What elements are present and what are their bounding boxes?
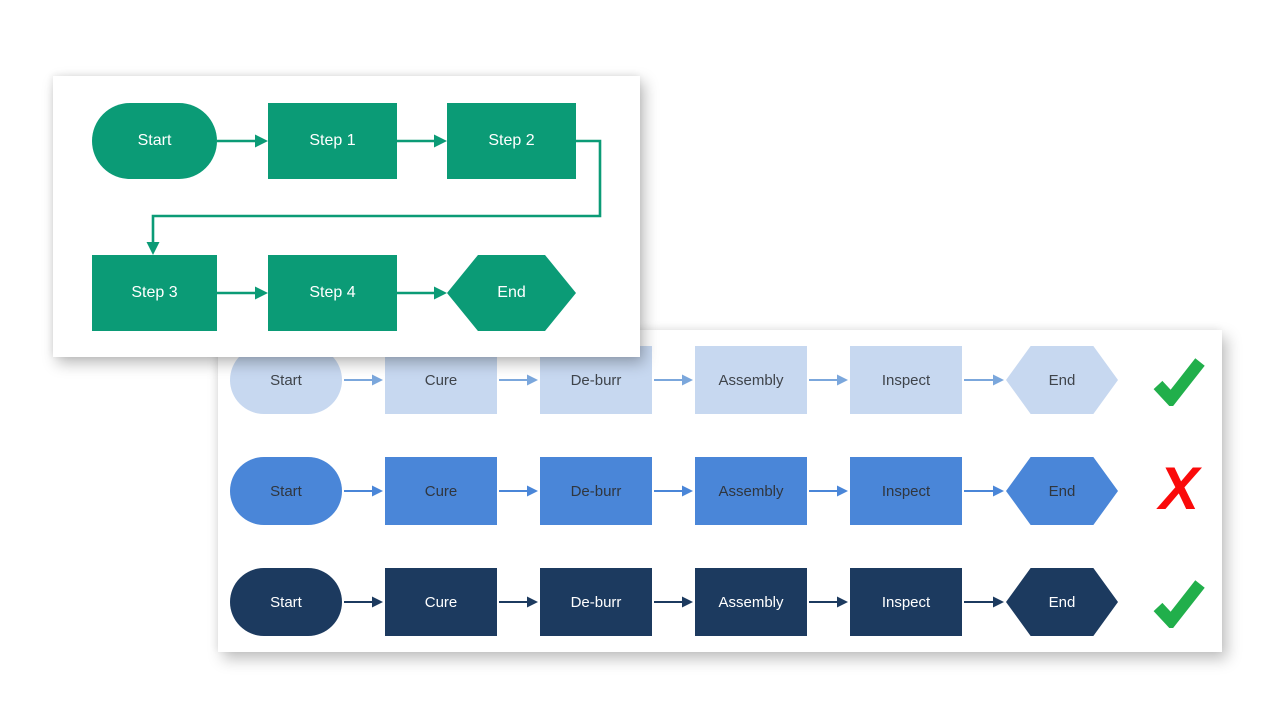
flow-node-label: Start xyxy=(270,371,302,389)
check-icon xyxy=(1150,350,1208,410)
check-glyph xyxy=(1153,358,1205,406)
cross-icon: X xyxy=(1150,455,1208,522)
flow-node-medium-start: Start xyxy=(230,457,342,525)
flow-node-medium-de-burr: De-burr xyxy=(540,457,652,525)
flow-node-light-de-burr: De-burr xyxy=(540,346,652,414)
flow-node-label: Assembly xyxy=(718,593,784,611)
flow-node-light-start: Start xyxy=(230,346,342,414)
check-icon xyxy=(1150,572,1208,632)
flow-node-label: Step 2 xyxy=(488,132,535,149)
flow-node-dark-start: Start xyxy=(230,568,342,636)
cross-glyph: X xyxy=(1158,455,1200,522)
flow-node-label: End xyxy=(1048,371,1076,389)
flow-node-label: Start xyxy=(270,482,302,500)
flow-node-label: De-burr xyxy=(570,593,622,611)
flow-node-label: Cure xyxy=(424,482,458,500)
flow-node-label: Start xyxy=(137,132,172,149)
flow-node-label: Start xyxy=(270,593,302,611)
flow-node-label: Inspect xyxy=(881,371,931,389)
flow-node-step-2: Step 2 xyxy=(447,103,576,179)
flow-node-dark-assembly: Assembly xyxy=(695,568,807,636)
flow-node-dark-cure: Cure xyxy=(385,568,497,636)
flow-node-label: End xyxy=(1048,482,1076,500)
flow-node-label: Step 3 xyxy=(131,284,178,301)
flow-node-label: Inspect xyxy=(881,593,931,611)
flow-node-medium-cure: Cure xyxy=(385,457,497,525)
flow-node-label: Assembly xyxy=(718,482,784,500)
flow-node-label: Inspect xyxy=(881,482,931,500)
flow-node-dark-inspect: Inspect xyxy=(850,568,962,636)
flow-node-step-1: Step 1 xyxy=(268,103,397,179)
flow-node-dark-end: End xyxy=(1006,568,1118,636)
flow-node-step-3: Step 3 xyxy=(92,255,217,331)
flow-node-label: Step 1 xyxy=(309,132,356,149)
green-flowchart-panel: Start Step 1 Step 2 Step 3 Step 4 End xyxy=(53,76,640,357)
flow-node-light-inspect: Inspect xyxy=(850,346,962,414)
flow-node-medium-end: End xyxy=(1006,457,1118,525)
flow-node-label: De-burr xyxy=(570,482,622,500)
flow-node-label: End xyxy=(1048,593,1076,611)
flow-node-medium-inspect: Inspect xyxy=(850,457,962,525)
flow-node-light-end: End xyxy=(1006,346,1118,414)
flow-node-label: Step 4 xyxy=(309,284,356,301)
flow-node-step-4: Step 4 xyxy=(268,255,397,331)
flow-node-light-cure: Cure xyxy=(385,346,497,414)
flow-node-label: End xyxy=(497,284,526,301)
check-glyph xyxy=(1153,580,1205,628)
flow-node-label: Cure xyxy=(424,593,458,611)
flow-node-label: Cure xyxy=(424,371,458,389)
flow-node-end: End xyxy=(447,255,576,331)
flow-node-start: Start xyxy=(92,103,217,179)
flow-node-dark-de-burr: De-burr xyxy=(540,568,652,636)
flow-node-medium-assembly: Assembly xyxy=(695,457,807,525)
flow-node-label: De-burr xyxy=(570,371,622,389)
flow-node-label: Assembly xyxy=(718,371,784,389)
flow-node-light-assembly: Assembly xyxy=(695,346,807,414)
